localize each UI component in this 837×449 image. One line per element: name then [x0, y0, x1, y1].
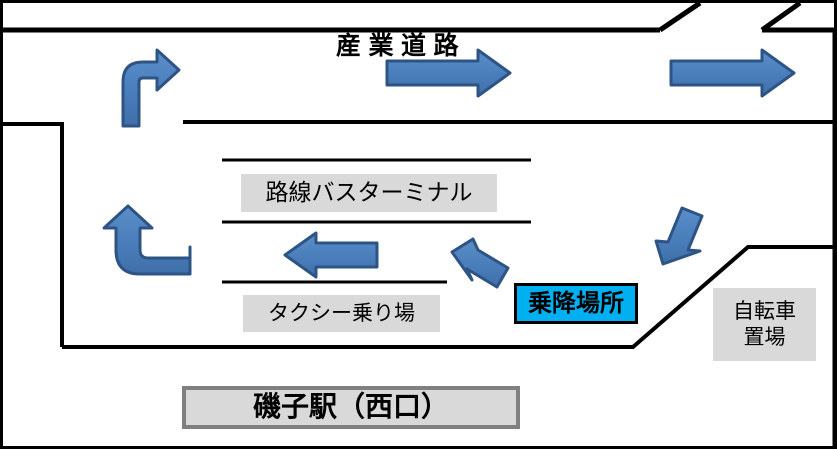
road-title-sangyo-doro: 産業道路 — [336, 31, 467, 60]
arrow-curve-left-up-icon — [102, 204, 192, 276]
arrow-curve-up-right-icon — [121, 48, 181, 128]
arrow-right-main-icon — [385, 48, 512, 98]
area-label-bicycle-parking: 自転車 置場 — [713, 288, 816, 361]
arrow-diagonal-down-left-icon — [654, 206, 704, 266]
area-label-station: 磯子駅（西口） — [182, 386, 520, 429]
area-label-taxi-stand: タクシー乗り場 — [243, 295, 440, 332]
arrow-left-icon — [283, 231, 379, 279]
road-line-bottom-inner — [62, 245, 836, 349]
road-branch-diagonal-2 — [760, 0, 802, 33]
area-label-bus-terminal: 路線バスターミナル — [241, 174, 497, 212]
arrow-right-far-icon — [669, 48, 796, 98]
road-line-left-pocket — [2, 122, 64, 347]
area-label-boarding-point[interactable]: 乗降場所 — [514, 283, 638, 324]
road-branch-diagonal-1 — [658, 0, 702, 33]
arrow-diagonal-up-left-icon — [450, 237, 510, 289]
